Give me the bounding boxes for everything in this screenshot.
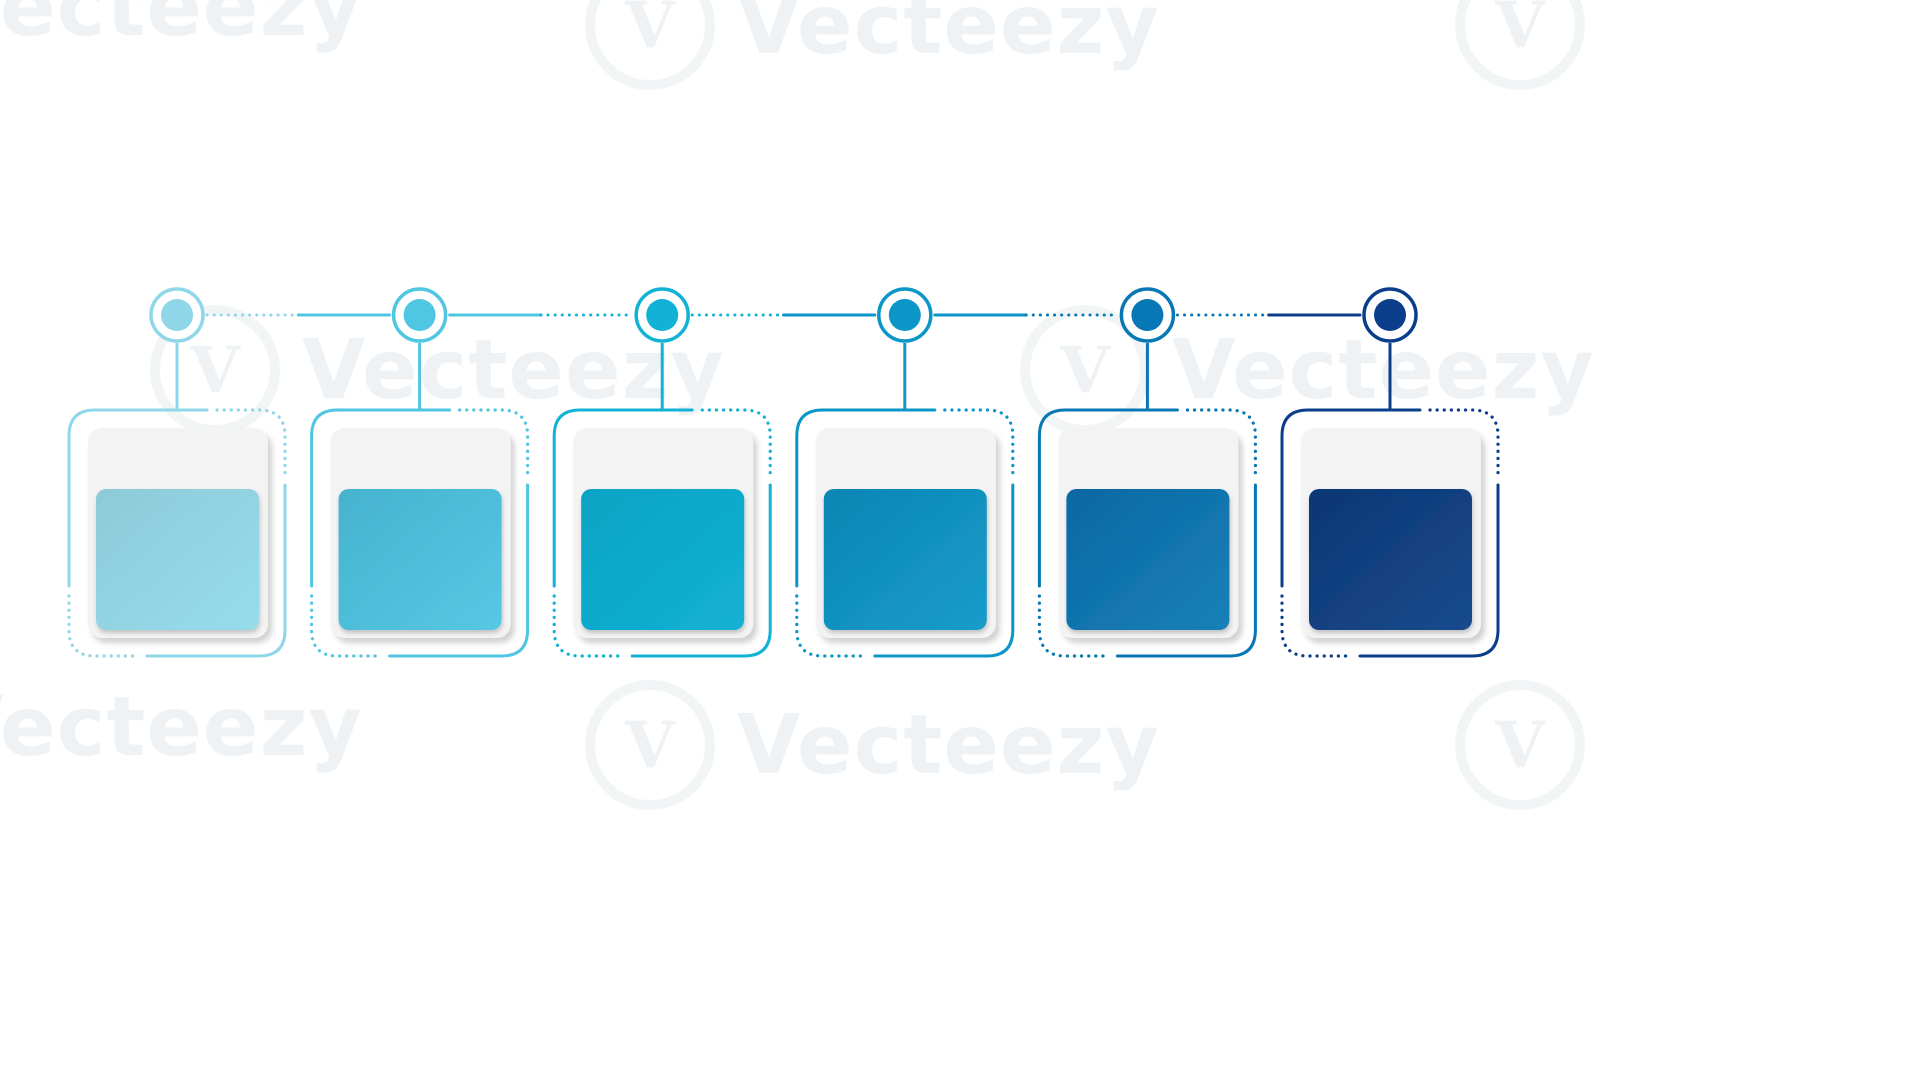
timeline-step	[1037, 287, 1257, 658]
node-dot	[646, 299, 679, 331]
node-dot	[403, 299, 436, 331]
frame-outline	[1280, 408, 1422, 588]
frame-outline	[630, 483, 772, 658]
content-box	[338, 489, 502, 630]
frame-outline	[873, 483, 1015, 658]
frame-outline-dotted	[1428, 408, 1500, 477]
frame-outline-dotted	[943, 408, 1015, 477]
frame-outline	[310, 408, 452, 588]
content-box	[1309, 489, 1472, 630]
content-box	[1066, 489, 1230, 630]
frame-outline	[1115, 483, 1257, 658]
node-dot	[1374, 299, 1406, 331]
frame-outline	[552, 408, 694, 588]
frame-outline	[67, 408, 209, 588]
timeline-steps	[67, 287, 1500, 658]
timeline-diagram	[67, 287, 1500, 658]
node-dot	[161, 299, 193, 331]
timeline-step	[795, 287, 1015, 658]
frame-outline-dotted	[458, 408, 530, 477]
content-box	[823, 489, 987, 630]
frame-outline	[1358, 483, 1500, 658]
timeline-step	[310, 287, 530, 658]
frame-outline-dotted	[1185, 408, 1257, 477]
node-dot	[1131, 299, 1164, 331]
frame-outline	[795, 408, 937, 588]
frame-outline-dotted	[215, 408, 287, 477]
frame-outline	[1037, 408, 1179, 588]
node-dot	[888, 299, 921, 331]
frame-outline-dotted	[700, 408, 772, 477]
timeline-step	[552, 287, 772, 658]
content-box	[96, 489, 259, 630]
timeline-step	[67, 287, 287, 658]
infographic-canvas: Vecteezy V Vecteezy V V Vecteezy V Vecte…	[0, 0, 1594, 810]
content-box	[581, 489, 745, 630]
frame-outline	[145, 483, 287, 658]
timeline-step	[1280, 287, 1500, 658]
frame-outline	[388, 483, 530, 658]
